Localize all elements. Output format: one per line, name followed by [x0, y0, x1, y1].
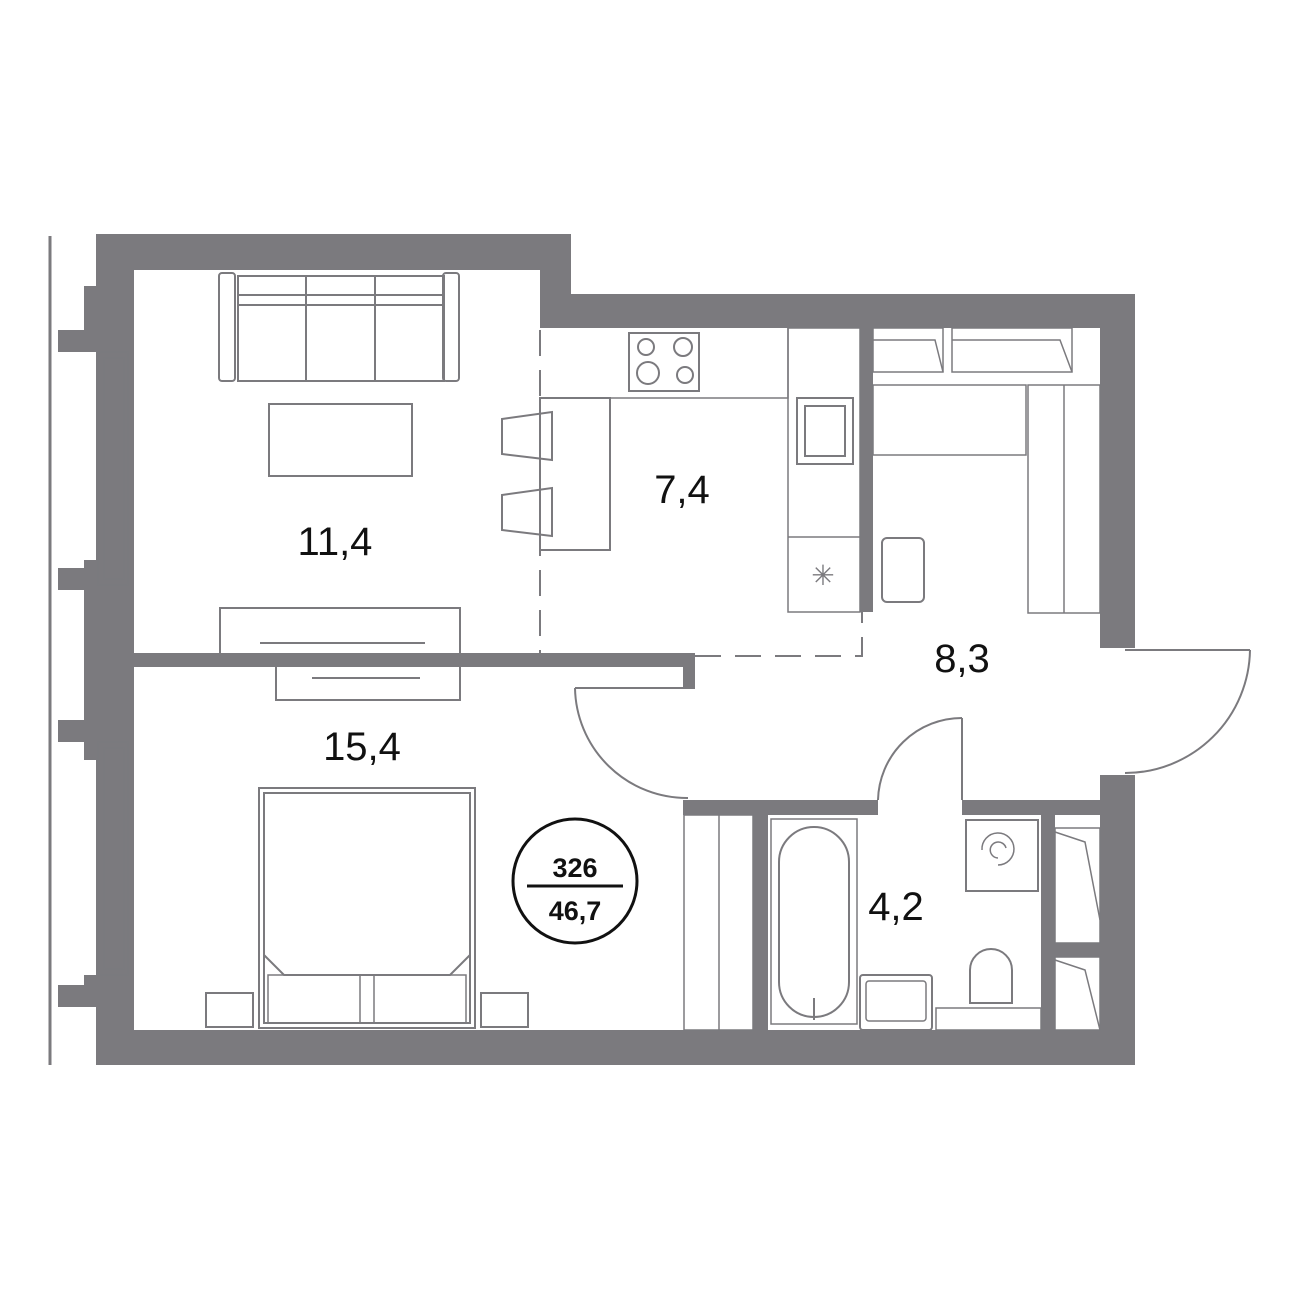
bathtub-icon: [770, 818, 858, 1025]
room-area-living: 11,4: [298, 520, 373, 564]
door-icon[interactable]: [877, 717, 963, 801]
stove-icon: [628, 332, 700, 392]
wardrobe-icon: [683, 814, 754, 1031]
fridge-icon: ✳: [811, 559, 834, 592]
kitchen-counter: [540, 327, 861, 613]
room-area-bedroom: 15,4: [323, 725, 401, 769]
sofa-icon: [218, 272, 460, 382]
pouf-icon: [881, 537, 925, 603]
door-icon[interactable]: [574, 687, 689, 800]
utility-closet: [1054, 827, 1101, 1031]
bar-stool-icon: [501, 410, 553, 538]
door-icon[interactable]: [1124, 649, 1251, 774]
zone-divider: [695, 612, 863, 657]
sink-icon: [796, 397, 854, 465]
toilet-icon: [935, 948, 1042, 1031]
apartment-number: 326: [552, 853, 597, 883]
tv-stand-icon: [219, 607, 461, 701]
coffee-table-icon: [268, 403, 413, 477]
room-area-hallway: 8,3: [934, 637, 990, 681]
windows: [97, 351, 129, 976]
washbasin-icon: [859, 974, 933, 1031]
apartment-badge: 326 46,7: [511, 817, 639, 945]
nightstand-icon: [480, 992, 529, 1028]
sink-basin: [804, 405, 846, 457]
bar-counter-icon: [539, 397, 611, 551]
room-area-kitchen: 7,4: [654, 468, 710, 512]
wardrobe-icon: [872, 327, 1101, 614]
nightstand-icon: [205, 992, 254, 1028]
bed-icon: [258, 787, 476, 1029]
room-area-bathroom: 4,2: [868, 885, 924, 929]
washing-machine-icon: [965, 819, 1039, 892]
apartment-total-area: 46,7: [549, 896, 602, 926]
